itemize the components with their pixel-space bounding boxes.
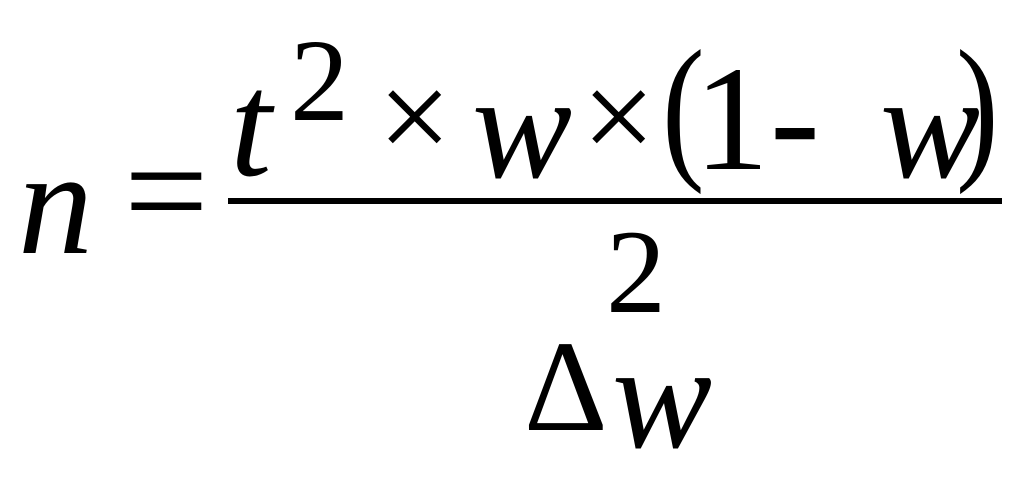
numerator-exponent: 2 (290, 15, 349, 146)
numerator-t: t (230, 42, 272, 208)
numerator-left-paren: ( (662, 17, 705, 195)
denominator-w: w (612, 314, 713, 480)
denominator-exponent: 2 (606, 205, 666, 338)
denominator-delta: Δ (524, 315, 608, 459)
numerator-times-sign-2: × (582, 45, 656, 189)
fraction-bar (228, 198, 1002, 204)
numerator-w-1: w (472, 44, 573, 210)
numerator-minus-sign: - (770, 36, 820, 202)
sample-size-formula: n = t 2 × w × ( 1 - w ) 2 Δ w (18, 15, 1002, 472)
numerator-w-2: w (880, 44, 981, 210)
numerator-right-paren: ) (956, 17, 999, 195)
numerator-one: 1 (694, 36, 769, 202)
numerator-times-sign-1: × (378, 45, 452, 189)
equals-sign: = (124, 108, 209, 274)
lhs-variable-n: n (18, 120, 93, 286)
